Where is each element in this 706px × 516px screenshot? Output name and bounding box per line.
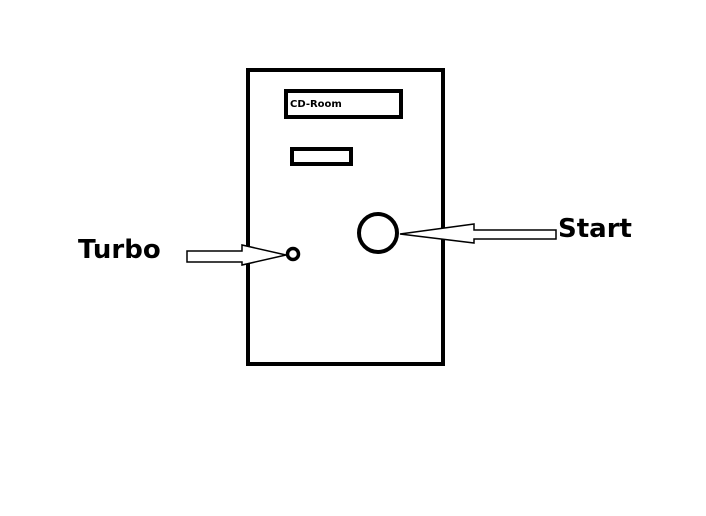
turbo-arrow [186, 244, 287, 266]
cd-drive-bay [284, 89, 403, 119]
cd-drive-label: CD-Room [290, 99, 342, 110]
start-arrow [399, 223, 557, 244]
turbo-button [285, 246, 301, 262]
start-label: Start [558, 214, 632, 244]
computer-case-outline [246, 68, 445, 366]
drive-slot [290, 147, 353, 166]
turbo-label: Turbo [78, 235, 161, 265]
start-button [357, 212, 399, 254]
